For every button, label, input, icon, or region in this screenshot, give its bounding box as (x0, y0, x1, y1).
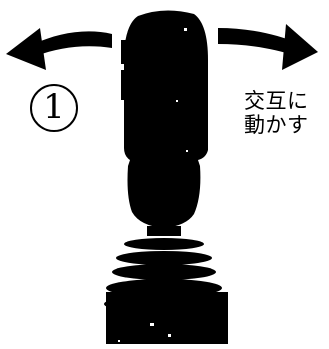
curved-arrow-left-icon (6, 28, 112, 70)
step-number: 1 (43, 87, 65, 127)
step-number-badge: 1 (30, 84, 78, 132)
instruction-line-1: 交互に (244, 89, 309, 113)
instruction-caption: 交互に 動かす (244, 89, 329, 137)
curved-arrow-right-icon (218, 24, 318, 70)
instruction-line-2: 動かす (244, 113, 309, 137)
joystick-icon (104, 10, 228, 344)
